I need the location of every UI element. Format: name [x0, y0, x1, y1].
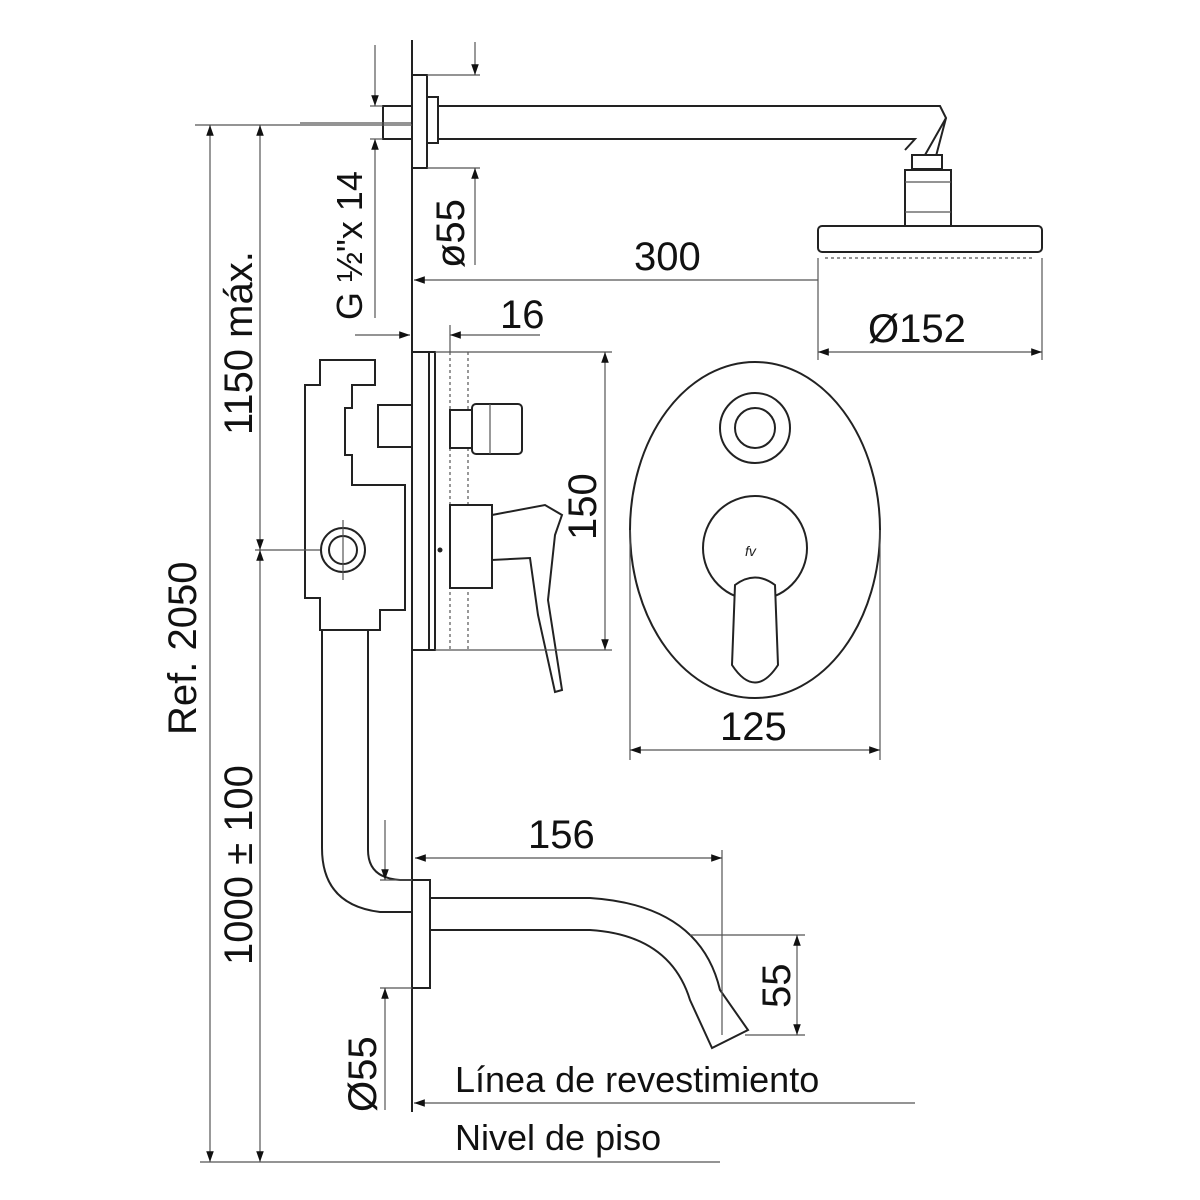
max-height-label: 1150 máx.	[217, 251, 261, 435]
head-diameter-dimension: Ø152	[818, 307, 1042, 356]
brand-logo: fv	[745, 543, 757, 559]
plate-height-dimension: 150	[435, 351, 612, 651]
valve-body	[255, 351, 564, 694]
plate-width-dimension: 125	[629, 530, 881, 760]
plate-depth-label: 16	[500, 293, 545, 337]
spout-height-label: 1000 ± 100	[217, 765, 261, 965]
spout-reach-dimension: 156	[415, 813, 723, 1035]
spout-flange-dimension: Ø55	[341, 820, 412, 1112]
arm-length-dimension: 300	[414, 235, 1043, 360]
plate-depth-dimension: 16	[355, 293, 545, 352]
arm-length-label: 300	[634, 235, 701, 279]
wall-line-annotation: Línea de revestimiento	[414, 1059, 915, 1107]
flange-diameter-label: ø55	[429, 199, 473, 268]
wall-line-label: Línea de revestimiento	[455, 1059, 819, 1100]
spout-drop-dimension: 55	[690, 934, 805, 1036]
spout	[321, 630, 750, 1050]
spout-flange-label: Ø55	[341, 1036, 385, 1112]
height-dimensions: 1150 máx. Ref. 2050 1000 ± 100	[161, 124, 412, 1162]
flange-diameter-dimension: ø55	[427, 42, 480, 268]
floor-level-annotation: Nivel de piso	[200, 1117, 720, 1163]
valve-plate-front: fv	[629, 361, 881, 699]
spout-reach-label: 156	[528, 813, 595, 857]
reference-height-label: Ref. 2050	[161, 562, 205, 735]
thread-dimension: G ½"x 14	[329, 45, 383, 320]
spout-drop-label: 55	[755, 964, 799, 1009]
head-diameter-label: Ø152	[868, 307, 966, 351]
shower-head	[817, 154, 1043, 259]
floor-level-label: Nivel de piso	[455, 1117, 661, 1158]
thread-label: G ½"x 14	[329, 171, 370, 320]
plate-width-label: 125	[720, 705, 787, 749]
plate-height-label: 150	[561, 473, 605, 540]
shower-arm	[300, 74, 948, 169]
